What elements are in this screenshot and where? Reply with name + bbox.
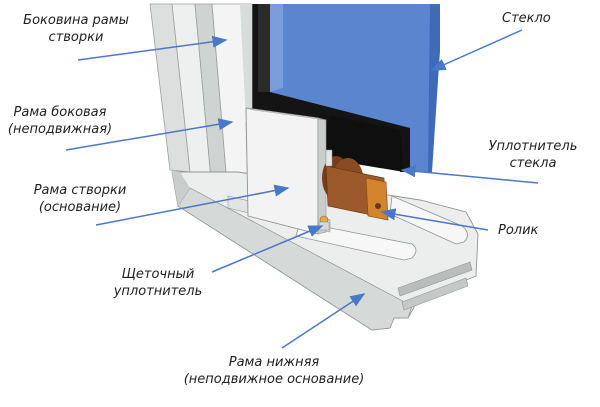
label-bottom-frame-line1: Рама нижняя — [228, 355, 320, 370]
label-roller: Ролик — [498, 222, 538, 239]
arrow-bottom-frame — [281, 293, 366, 349]
label-frame-side: Рама боковая (неподвижная) — [0, 104, 120, 138]
label-frame-side-line1: Рама боковая — [13, 105, 107, 120]
label-brush-seal: Щеточный уплотнитель — [96, 266, 220, 300]
label-glass-line1: Стекло — [502, 11, 551, 26]
label-glass: Стекло — [502, 10, 551, 27]
label-glass-seal-line2: стекла — [509, 156, 557, 171]
brush-seal — [318, 215, 330, 231]
label-sash-side: Боковина рамы створки — [10, 12, 142, 46]
sash-side-profile — [211, 3, 253, 201]
arrow-sash-side — [77, 35, 228, 61]
glass-pane — [270, 4, 440, 172]
label-sash-side-line1: Боковина рамы — [23, 13, 129, 28]
label-glass-seal: Уплотнитель стекла — [470, 138, 596, 172]
sash-base-plate — [245, 107, 327, 235]
label-glass-seal-line1: Уплотнитель — [488, 139, 578, 154]
label-sash-base-line2: (основание) — [38, 200, 122, 215]
label-bottom-frame: Рама нижняя (неподвижное основание) — [168, 354, 380, 388]
arrow-brush-seal — [211, 225, 324, 273]
arrow-roller — [380, 208, 489, 231]
label-brush-seal-line2: уплотнитель — [113, 284, 203, 299]
label-sash-base: Рама створки (основание) — [18, 182, 142, 216]
label-frame-side-line2: (неподвижная) — [7, 122, 113, 137]
arrow-frame-side — [65, 118, 234, 151]
arrow-glass — [430, 29, 523, 71]
arrow-sash-base — [95, 184, 290, 226]
arrow-glass-seal — [400, 165, 539, 184]
label-sash-base-line1: Рама створки — [33, 183, 127, 198]
label-roller-line1: Ролик — [498, 223, 539, 238]
label-bottom-frame-line2: (неподвижное основание) — [183, 372, 365, 387]
label-sash-side-line2: створки — [48, 30, 104, 45]
leader-arrows — [65, 29, 539, 349]
label-brush-seal-line1: Щеточный — [121, 267, 195, 282]
